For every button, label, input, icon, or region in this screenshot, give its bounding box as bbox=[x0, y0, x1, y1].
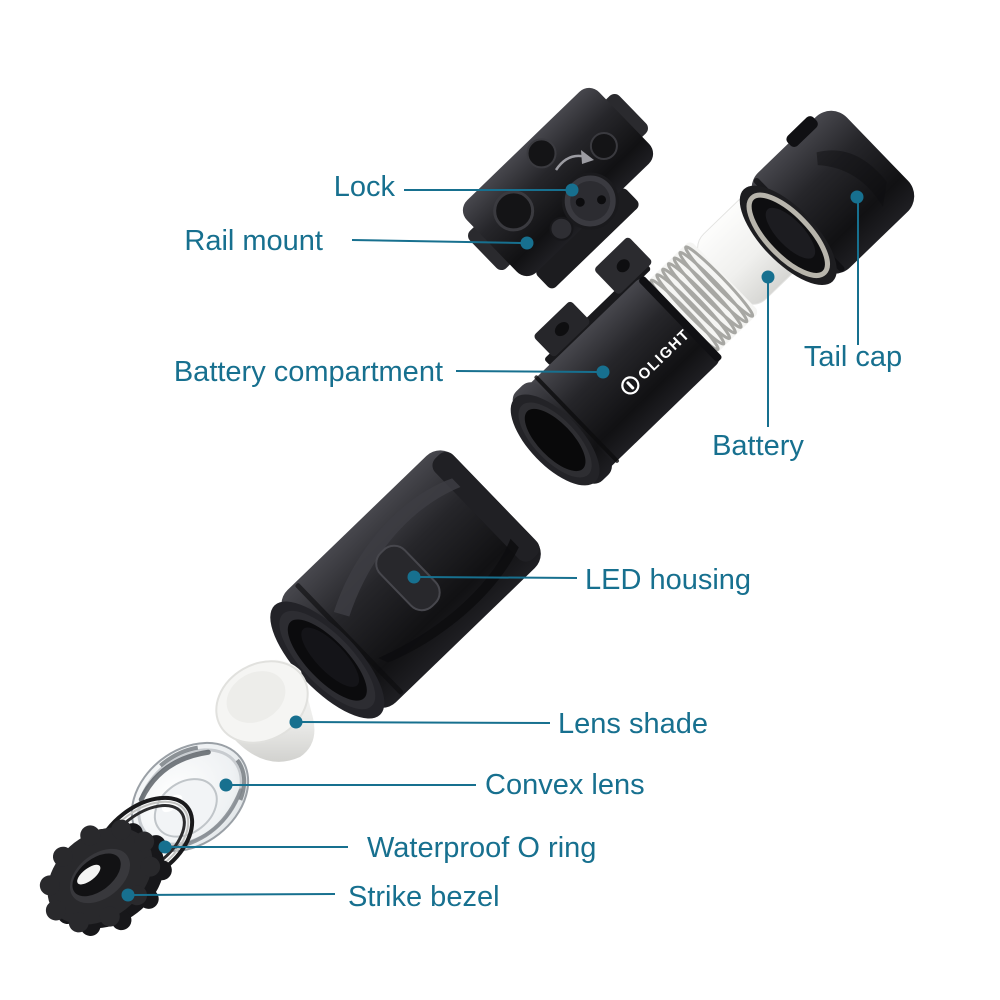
battery-spring-coil bbox=[649, 245, 755, 352]
brand-logo-icon-bar bbox=[626, 381, 635, 390]
callout-line-led-housing bbox=[419, 576, 578, 579]
label-battery-compartment: Battery compartment bbox=[174, 356, 443, 388]
label-tail-cap: Tail cap bbox=[804, 341, 902, 373]
mount-hole bbox=[589, 132, 618, 161]
callout-rail-mount: Rail mount bbox=[184, 225, 534, 257]
label-led-housing: LED housing bbox=[585, 564, 751, 596]
lens-shade-part bbox=[215, 659, 315, 762]
callout-dot-lock bbox=[565, 183, 579, 197]
mount-hole bbox=[526, 138, 557, 169]
callout-dot-battery-compartment bbox=[596, 365, 610, 379]
label-strike-bezel: Strike bezel bbox=[348, 881, 500, 913]
callout-waterproof-o-ring: Waterproof O ring bbox=[158, 832, 596, 864]
callout-tail-cap: Tail cap bbox=[804, 190, 902, 373]
callout-line-battery-compartment bbox=[455, 370, 598, 373]
callout-led-housing: LED housing bbox=[407, 564, 751, 596]
sculpt-groove-upper bbox=[333, 478, 461, 617]
callout-lens-shade: Lens shade bbox=[289, 708, 708, 740]
bracket-hole bbox=[554, 322, 570, 337]
label-lens-shade: Lens shade bbox=[558, 708, 708, 740]
callout-convex-lens: Convex lens bbox=[219, 769, 645, 801]
mount-bolt bbox=[549, 216, 574, 241]
callout-dot-led-housing bbox=[407, 570, 421, 584]
callout-dot-lens-shade bbox=[289, 715, 303, 729]
callout-dot-rail-mount bbox=[520, 236, 534, 250]
callout-battery-compartment: Battery compartment bbox=[174, 356, 610, 388]
housing-bore-lip bbox=[301, 627, 360, 687]
tail-cap-part bbox=[739, 110, 915, 286]
callout-lock: Lock bbox=[334, 171, 579, 203]
mount-tab-right bbox=[601, 93, 648, 141]
battery-compartment-part: OLIGHT bbox=[510, 237, 722, 486]
led-housing-rear bbox=[432, 451, 540, 562]
lanyard-slot bbox=[786, 116, 818, 148]
clip-groove bbox=[816, 150, 887, 207]
shade-face-inner bbox=[226, 671, 286, 723]
callout-dot-tail-cap bbox=[850, 190, 864, 204]
brand-logo-icon bbox=[621, 376, 640, 395]
callout-line-rail-mount bbox=[351, 239, 522, 244]
callout-dot-convex-lens bbox=[219, 778, 233, 792]
compartment-bore bbox=[524, 408, 586, 472]
bezel-through-light bbox=[77, 864, 101, 885]
callout-strike-bezel: Strike bezel bbox=[121, 881, 500, 913]
collar-groove bbox=[534, 375, 619, 463]
callout-dot-waterproof-o-ring bbox=[158, 840, 172, 854]
tail-cap-contact bbox=[765, 207, 816, 259]
callout-dot-strike-bezel bbox=[121, 888, 135, 902]
callout-line-strike-bezel bbox=[133, 893, 336, 896]
label-waterproof-o-ring: Waterproof O ring bbox=[367, 832, 596, 864]
housing-collar-groove bbox=[295, 583, 404, 695]
mount-hole bbox=[493, 190, 535, 232]
callout-battery: Battery bbox=[712, 270, 804, 462]
label-rail-mount: Rail mount bbox=[184, 225, 323, 257]
callout-line-lens-shade bbox=[301, 721, 551, 724]
rail-mount-part bbox=[462, 87, 654, 289]
compartment-rear-groove bbox=[639, 276, 722, 362]
label-lock: Lock bbox=[334, 171, 396, 203]
lens-reflection-upper bbox=[138, 749, 211, 803]
label-battery: Battery bbox=[712, 430, 804, 462]
callout-dot-battery bbox=[761, 270, 775, 284]
mount-tab-left bbox=[468, 223, 515, 271]
bracket-hole bbox=[616, 259, 630, 273]
label-convex-lens: Convex lens bbox=[485, 769, 645, 801]
rotate-arrow-icon bbox=[554, 150, 594, 171]
